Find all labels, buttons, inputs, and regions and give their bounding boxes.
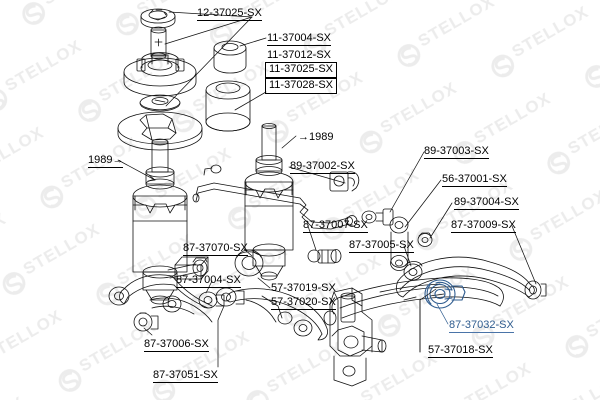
label-87-37004-sx[interactable]: 87-37004-SX bbox=[176, 274, 241, 288]
label-87-37032-sx-highlighted[interactable]: 87-37032-SX bbox=[449, 319, 514, 333]
label-87-37009-sx[interactable]: 87-37009-SX bbox=[451, 219, 516, 233]
label-89-37003-sx[interactable]: 89-37003-SX bbox=[424, 145, 489, 159]
label-11-37025-sx[interactable]: 11-37025-SX bbox=[265, 62, 338, 78]
label-11-37028-sx[interactable]: 11-37028-SX bbox=[265, 78, 338, 94]
label-57-37020-sx[interactable]: 57-37020-SX bbox=[271, 296, 336, 310]
label-57-37019-sx[interactable]: 57-37019-SX bbox=[271, 282, 336, 294]
label-87-37006-sx[interactable]: 87-37006-SX bbox=[144, 338, 209, 352]
label-89-37002-sx[interactable]: 89-37002-SX bbox=[290, 160, 355, 174]
label-11-37012-sx[interactable]: 11-37012-SX bbox=[267, 49, 332, 61]
era-marker-center: →1989 bbox=[298, 131, 334, 143]
label-56-37001-sx[interactable]: 56-37001-SX bbox=[442, 173, 507, 187]
label-87-37051-sx[interactable]: 87-37051-SX bbox=[153, 369, 218, 383]
label-12-37025-sx[interactable]: 12-37025-SX bbox=[197, 7, 262, 21]
label-11-37004-sx[interactable]: 11-37004-SX bbox=[267, 32, 332, 46]
era-marker-left: 1989→ bbox=[88, 154, 124, 168]
label-87-37070-sx[interactable]: 87-37070-SX bbox=[183, 242, 248, 256]
label-89-37004-sx[interactable]: 89-37004-SX bbox=[454, 196, 519, 210]
label-57-37018-sx[interactable]: 57-37018-SX bbox=[428, 344, 493, 358]
label-87-37007-sx[interactable]: 87-37007-SX bbox=[303, 219, 368, 233]
label-87-37005-sx[interactable]: 87-37005-SX bbox=[349, 239, 414, 253]
